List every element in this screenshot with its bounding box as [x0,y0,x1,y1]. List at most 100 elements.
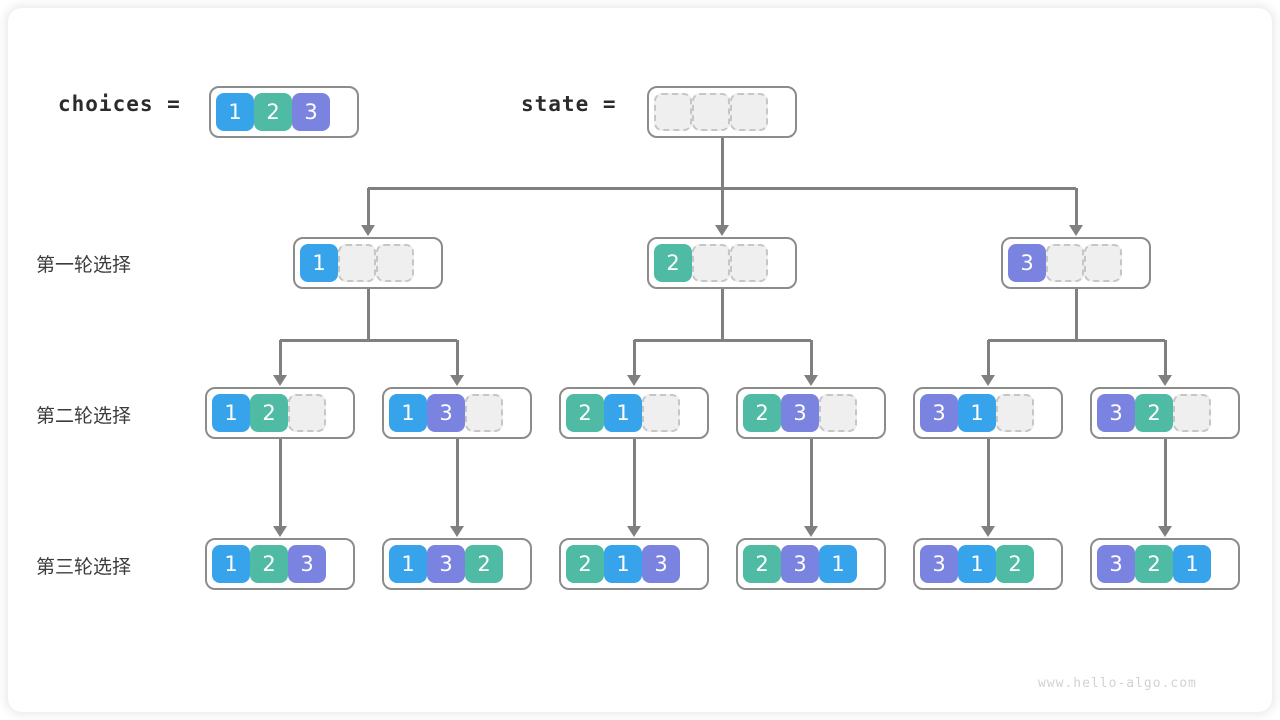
connector-vertical [278,439,282,527]
array-cell-filled: 1 [604,545,642,583]
connector-arrowhead [1158,526,1172,537]
array-cell-filled: 1 [604,394,642,432]
array-cell-filled: 1 [216,93,254,131]
row-label-round-2: 第二轮选择 [36,405,132,427]
array-cell-filled: 2 [654,244,692,282]
state-label: state = [521,92,617,116]
array-cell-filled: 3 [288,545,326,583]
connector-vertical [455,439,459,527]
array-cell-filled: 1 [958,545,996,583]
array-cell-filled: 3 [642,545,680,583]
connector-vertical [809,340,813,376]
array-cell-filled: 3 [1097,545,1135,583]
connector-arrowhead [627,375,641,386]
array-cell-filled: 1 [819,545,857,583]
array-cell-filled: 2 [250,545,288,583]
array-cell-filled: 1 [300,244,338,282]
choices-label: choices = [58,92,181,116]
array-cell-filled: 3 [1097,394,1135,432]
array-cell-filled: 1 [389,545,427,583]
level1-array-node: 3 [1001,237,1151,289]
connector-vertical [1074,188,1078,226]
connector-arrowhead [450,375,464,386]
array-cell-filled: 1 [212,394,250,432]
connector-arrowhead [273,375,287,386]
connector-vertical [1163,340,1167,376]
row-label-round-3: 第三轮选择 [36,556,132,578]
array-cell-filled: 3 [781,545,819,583]
connector-vertical [809,439,813,527]
array-cell-empty [338,244,376,282]
array-cell-empty [996,394,1034,432]
array-cell-filled: 3 [920,394,958,432]
state-array [647,86,797,138]
array-cell-empty [1046,244,1084,282]
connector-vertical [720,289,724,340]
array-cell-filled: 3 [292,93,330,131]
row-label-round-1: 第一轮选择 [36,254,132,276]
array-cell-empty [1173,394,1211,432]
connector-arrowhead [715,225,729,236]
array-cell-filled: 2 [1135,394,1173,432]
array-cell-filled: 1 [958,394,996,432]
array-cell-filled: 3 [427,545,465,583]
connector-arrowhead [273,526,287,537]
array-cell-filled: 1 [1173,545,1211,583]
connector-vertical [1074,289,1078,340]
array-cell-empty [376,244,414,282]
connector-arrowhead [450,526,464,537]
connector-vertical [632,439,636,527]
connector-arrowhead [361,225,375,236]
array-cell-empty [654,93,692,131]
array-cell-filled: 3 [427,394,465,432]
array-cell-empty [819,394,857,432]
connector-vertical [632,340,636,376]
connector-vertical [278,340,282,376]
array-cell-filled: 2 [1135,545,1173,583]
connector-horizontal [634,338,811,342]
connector-vertical [455,340,459,376]
array-cell-empty [465,394,503,432]
connector-vertical [986,340,990,376]
connector-vertical [986,439,990,527]
connector-vertical [1163,439,1167,527]
array-cell-empty [692,244,730,282]
array-cell-filled: 2 [566,394,604,432]
array-cell-filled: 2 [743,545,781,583]
connector-arrowhead [627,526,641,537]
connector-vertical [720,188,724,226]
array-cell-filled: 3 [920,545,958,583]
array-cell-empty [730,93,768,131]
array-cell-empty [642,394,680,432]
connector-horizontal [988,338,1165,342]
array-cell-filled: 2 [566,545,604,583]
array-cell-filled: 1 [212,545,250,583]
array-cell-filled: 2 [465,545,503,583]
array-cell-empty [288,394,326,432]
connector-vertical [720,138,724,188]
array-cell-filled: 3 [781,394,819,432]
array-cell-empty [692,93,730,131]
array-cell-empty [1084,244,1122,282]
connector-arrowhead [1158,375,1172,386]
array-cell-empty [730,244,768,282]
level1-array-node: 2 [647,237,797,289]
connector-arrowhead [804,526,818,537]
connector-arrowhead [1069,225,1083,236]
connector-arrowhead [981,526,995,537]
connector-horizontal [280,338,457,342]
array-cell-filled: 2 [254,93,292,131]
